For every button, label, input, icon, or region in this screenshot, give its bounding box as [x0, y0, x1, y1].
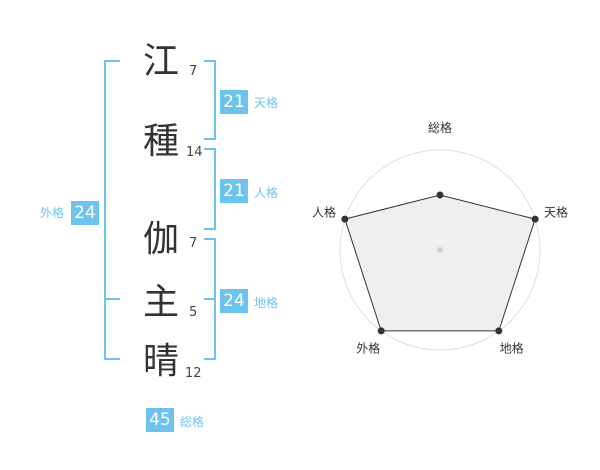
stroke-count-5: 12: [185, 366, 202, 381]
chikaku-bracket-top: [204, 238, 216, 240]
gaikaku-bracket-bottom: [104, 358, 120, 360]
jinkaku-value: 21: [220, 179, 248, 203]
stroke-count-4: 5: [189, 305, 198, 320]
soukaku-value: 45: [146, 408, 174, 432]
stroke-count-1: 7: [189, 64, 198, 79]
jinkaku-bracket-vertical: [214, 148, 216, 230]
tenkaku-bracket-vertical: [214, 60, 216, 140]
radar-axis-label: 天格: [544, 204, 568, 219]
name-char-3: 伽: [142, 219, 179, 260]
radar-axis-label: 人格: [312, 204, 336, 219]
name-char-5: 晴: [142, 341, 179, 382]
gaikaku-label: 外格: [40, 206, 65, 220]
tenkaku-label: 天格: [254, 96, 279, 110]
radar-points: [341, 191, 539, 335]
soukaku-label: 総格: [180, 415, 205, 429]
gaikaku-value: 24: [71, 201, 99, 225]
radar-axis-label: 総格: [428, 120, 452, 135]
radar-point: [436, 191, 444, 199]
tenkaku-bracket-bottom: [204, 138, 216, 140]
jinkaku-label: 人格: [254, 186, 279, 200]
radar-point: [341, 215, 349, 223]
radar-polygon: [344, 194, 536, 332]
gaikaku-bracket-split: [104, 298, 120, 300]
chikaku-label: 地格: [254, 296, 279, 310]
jinkaku-bracket-bottom: [204, 228, 216, 230]
radar-axis-label: 外格: [356, 341, 380, 356]
chikaku-bracket-split: [204, 298, 216, 300]
chikaku-value: 24: [220, 289, 248, 313]
name-char-2: 種: [142, 121, 179, 162]
gaikaku-bracket-top: [104, 60, 120, 62]
stroke-count-3: 7: [189, 236, 198, 251]
radar-point: [377, 327, 385, 335]
name-char-1: 江: [142, 41, 179, 82]
stroke-count-2: 14: [186, 145, 203, 160]
radar-point: [531, 215, 539, 223]
name-char-4: 主: [142, 282, 179, 323]
chikaku-bracket-bottom: [204, 358, 216, 360]
radar-point: [495, 327, 503, 335]
jinkaku-bracket-top: [204, 148, 216, 150]
tenkaku-value: 21: [220, 90, 248, 114]
fortune-radar-chart: 総格天格地格 外格 人格: [300, 110, 590, 370]
tenkaku-bracket-top: [204, 60, 216, 62]
gaikaku-bracket-vertical: [104, 60, 106, 360]
radar-axis-label: 地格: [500, 341, 524, 356]
